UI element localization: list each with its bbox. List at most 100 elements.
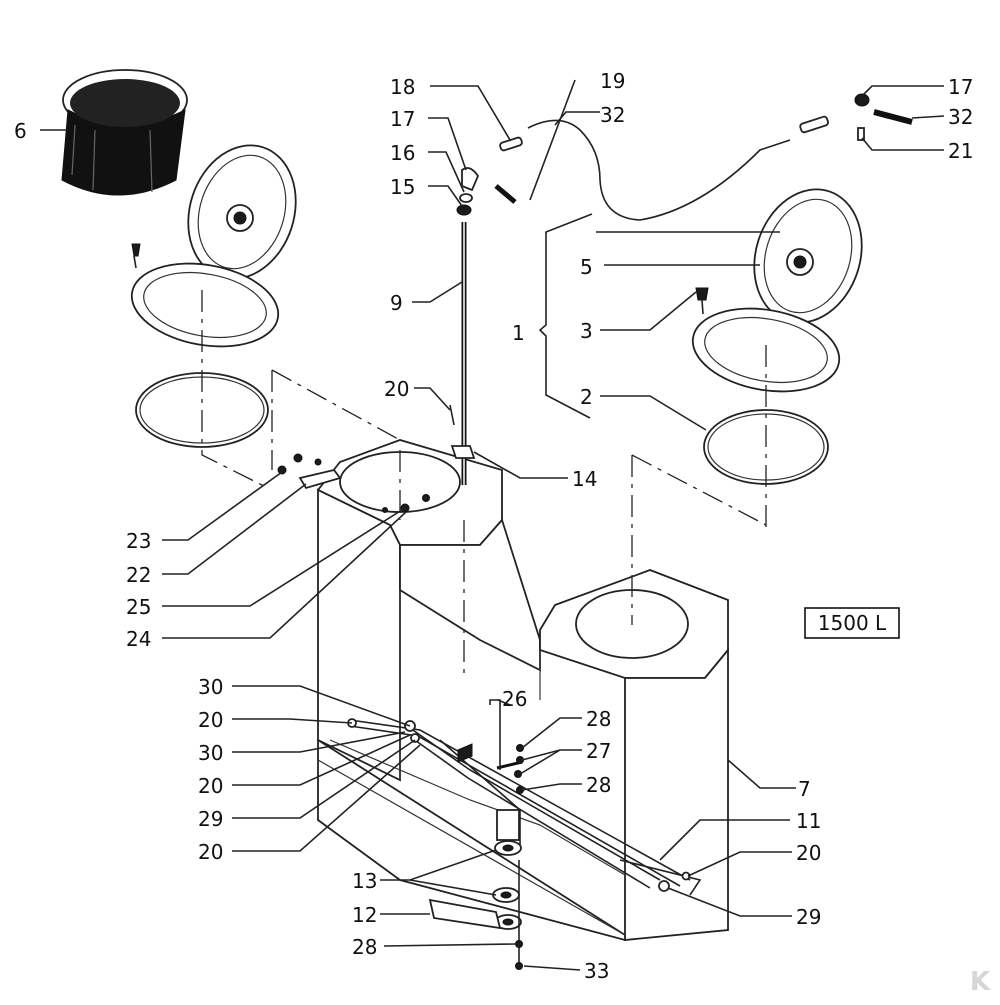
callout-7: 7	[798, 777, 811, 801]
left-screw-3	[131, 243, 141, 257]
callout-20-e: 20	[796, 841, 821, 865]
leader-18	[430, 85, 511, 141]
fitting-15	[456, 204, 472, 216]
nozzle-29	[410, 733, 420, 743]
leader-28c	[383, 943, 517, 947]
left-axis-line	[201, 290, 269, 489]
callout-24: 24	[126, 627, 151, 651]
washer-28-top	[516, 744, 524, 752]
basket-inside	[70, 79, 180, 127]
screw-23b	[293, 453, 303, 463]
leader-26	[497, 699, 511, 706]
callout-numbers: 6 18 19 17 32 16 15 17 32 21 5 9 1 3 20 …	[14, 69, 973, 983]
nut-22	[314, 458, 322, 466]
hose-32-left	[494, 184, 517, 204]
left-lid-assembly	[130, 144, 297, 448]
callout-2: 2	[580, 385, 593, 409]
tank-left-tower-side	[317, 488, 401, 782]
callout-20-top: 20	[384, 377, 409, 401]
leader-15	[428, 185, 463, 207]
right-lid-ring-inner	[704, 317, 828, 383]
level-pipe-assembly	[449, 93, 913, 485]
callout-27: 27	[586, 739, 611, 763]
callout-29-a: 29	[198, 807, 223, 831]
assembly-center-lines	[201, 290, 767, 680]
left-axis-line-c	[271, 369, 401, 441]
basket-ribs	[71, 124, 153, 193]
gasket-13c-hole	[502, 918, 514, 926]
leader-9	[412, 281, 463, 303]
leader-22	[162, 483, 307, 575]
bolt-25	[422, 494, 430, 502]
nozzle-29-right	[658, 880, 670, 892]
leader-32a	[529, 79, 576, 201]
callout-30-a: 30	[198, 675, 223, 699]
clamp-center	[457, 743, 473, 763]
callout-28-c: 28	[352, 935, 377, 959]
leader-32-right	[911, 115, 945, 119]
leader-33	[523, 965, 581, 971]
callout-6: 6	[14, 119, 27, 143]
left-lid-inner	[197, 154, 287, 270]
leader-13b	[409, 879, 497, 896]
agitator-assembly	[347, 699, 702, 970]
callout-29-b: 29	[796, 905, 821, 929]
leader-lines	[40, 79, 945, 971]
brand-watermark: K	[970, 967, 991, 997]
callout-17-left: 17	[390, 107, 415, 131]
callout-15: 15	[390, 175, 415, 199]
nut-33	[515, 962, 523, 970]
callout-21: 21	[948, 139, 973, 163]
capacity-badge: 1500 L	[804, 607, 900, 639]
callout-13: 13	[352, 869, 377, 893]
fitting-16	[459, 193, 473, 203]
gasket-13b-hole	[500, 891, 512, 899]
leader-28a	[521, 717, 582, 749]
left-lid-ring-inner	[143, 272, 267, 338]
leader-17	[428, 117, 467, 171]
callout-20-d: 20	[198, 840, 223, 864]
callout-11: 11	[796, 809, 821, 833]
callout-32-right: 32	[948, 105, 973, 129]
agitator-pipe-c	[409, 727, 661, 881]
callout-16: 16	[390, 141, 415, 165]
bolt-washer	[382, 507, 388, 513]
tube-19	[527, 119, 791, 221]
callout-18: 18	[390, 75, 415, 99]
callout-28-a: 28	[586, 707, 611, 731]
elbow-17-right	[854, 93, 870, 107]
callout-3: 3	[580, 319, 593, 343]
leader-21	[861, 137, 944, 151]
left-lid-handle-hub	[233, 211, 247, 225]
outlet-body	[496, 809, 520, 841]
hose-18-right	[799, 115, 829, 134]
screw-23	[277, 465, 287, 475]
callout-17-right: 17	[948, 75, 973, 99]
leader-24	[162, 511, 407, 639]
right-lid-assembly	[691, 188, 863, 485]
hose-32-right	[873, 109, 913, 125]
callout-23: 23	[126, 529, 151, 553]
callout-22: 22	[126, 563, 151, 587]
capacity-box	[804, 607, 900, 639]
leader-30a	[232, 685, 411, 727]
tank-right-tower-front	[624, 647, 729, 941]
agitator-pipe-e	[439, 739, 521, 845]
bracket-14	[450, 445, 476, 459]
leader-2	[600, 395, 707, 431]
callout-9: 9	[390, 291, 403, 315]
leader-28b	[521, 783, 582, 791]
callout-20-c: 20	[198, 774, 223, 798]
leader-3	[600, 291, 697, 331]
left-screw-shank	[133, 255, 137, 269]
callout-30-b: 30	[198, 741, 223, 765]
right-lid-inner	[763, 198, 853, 314]
right-screw-shank	[701, 299, 704, 315]
nut-28	[515, 940, 523, 948]
nipple-21	[857, 127, 865, 141]
right-screw-3	[695, 287, 709, 301]
elbow-17	[461, 167, 480, 192]
callout-12: 12	[352, 903, 377, 927]
strap-12	[428, 898, 502, 930]
